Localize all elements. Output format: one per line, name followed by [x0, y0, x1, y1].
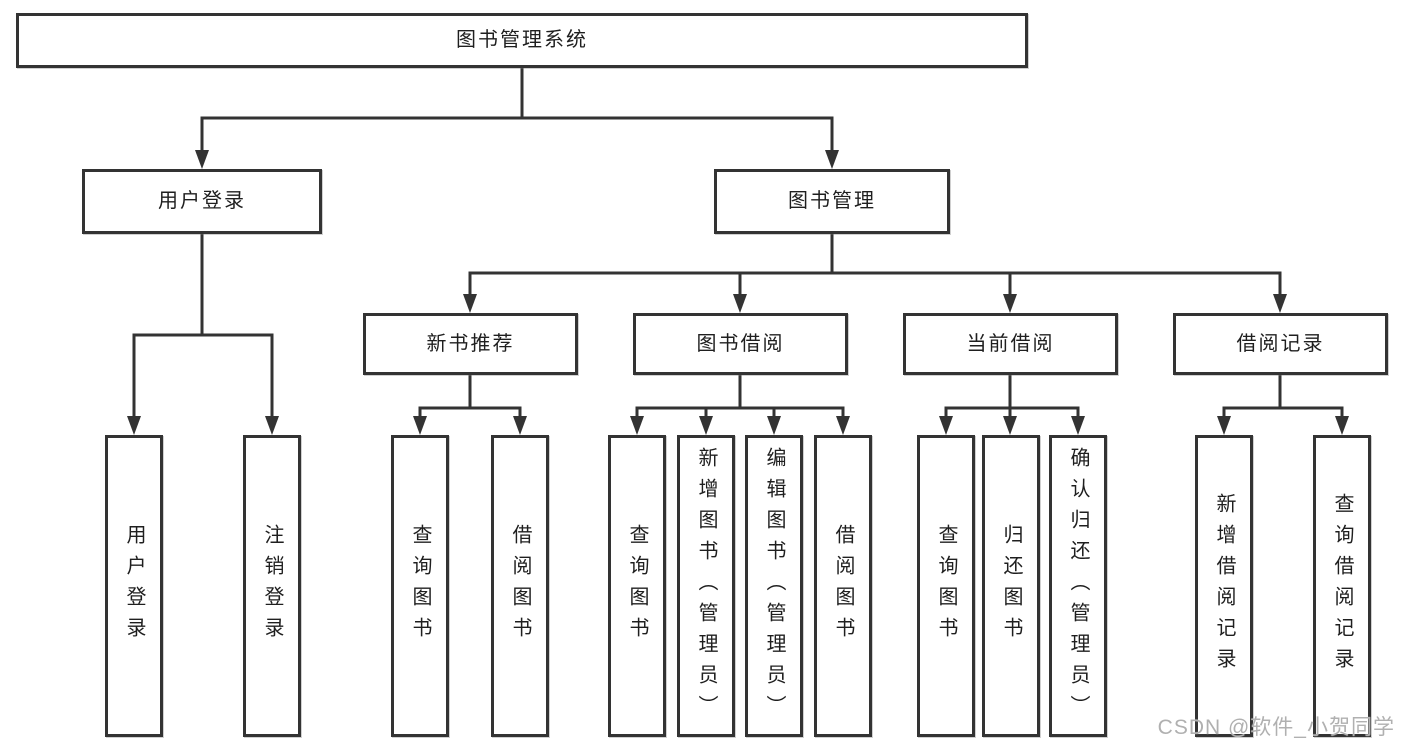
connector-userlogin-to-leaves — [132, 234, 274, 420]
leaf-query-books-borrow: 查询图书 — [608, 435, 666, 737]
leaf-user-login: 用户登录 — [105, 435, 163, 737]
leaf-edit-books-admin: 编辑图书（管理员） — [745, 435, 803, 737]
connector-newbook-to-leaves — [418, 375, 522, 420]
node-current-borrow: 当前借阅 — [903, 313, 1118, 375]
node-book-borrow: 图书借阅 — [633, 313, 848, 375]
connector-bookborrow-to-leaves — [635, 375, 845, 420]
arrowheads — [127, 150, 1349, 435]
leaf-borrow-books-recommend: 借阅图书 — [491, 435, 549, 737]
leaf-return-books: 归还图书 — [982, 435, 1040, 737]
leaf-query-books-current: 查询图书 — [917, 435, 975, 737]
node-borrow-records: 借阅记录 — [1173, 313, 1388, 375]
leaf-query-books-recommend: 查询图书 — [391, 435, 449, 737]
node-book-management: 图书管理 — [714, 169, 950, 234]
connector-root-to-level2 — [200, 68, 834, 154]
node-root: 图书管理系统 — [16, 13, 1028, 68]
leaf-query-borrow-record: 查询借阅记录 — [1313, 435, 1371, 737]
leaf-logout: 注销登录 — [243, 435, 301, 737]
connector-records-to-leaves — [1222, 375, 1344, 420]
leaf-borrow-books: 借阅图书 — [814, 435, 872, 737]
connector-currentborrow-to-leaves — [944, 375, 1080, 420]
node-user-login: 用户登录 — [82, 169, 322, 234]
leaf-add-books-admin: 新增图书（管理员） — [677, 435, 735, 737]
leaf-confirm-return-admin: 确认归还（管理员） — [1049, 435, 1107, 737]
node-new-book-recommend: 新书推荐 — [363, 313, 578, 375]
csdn-watermark: CSDN @软件_小贺同学 — [1157, 716, 1395, 739]
connector-bookmgmt-to-level3 — [468, 234, 1282, 298]
leaf-add-borrow-record: 新增借阅记录 — [1195, 435, 1253, 737]
